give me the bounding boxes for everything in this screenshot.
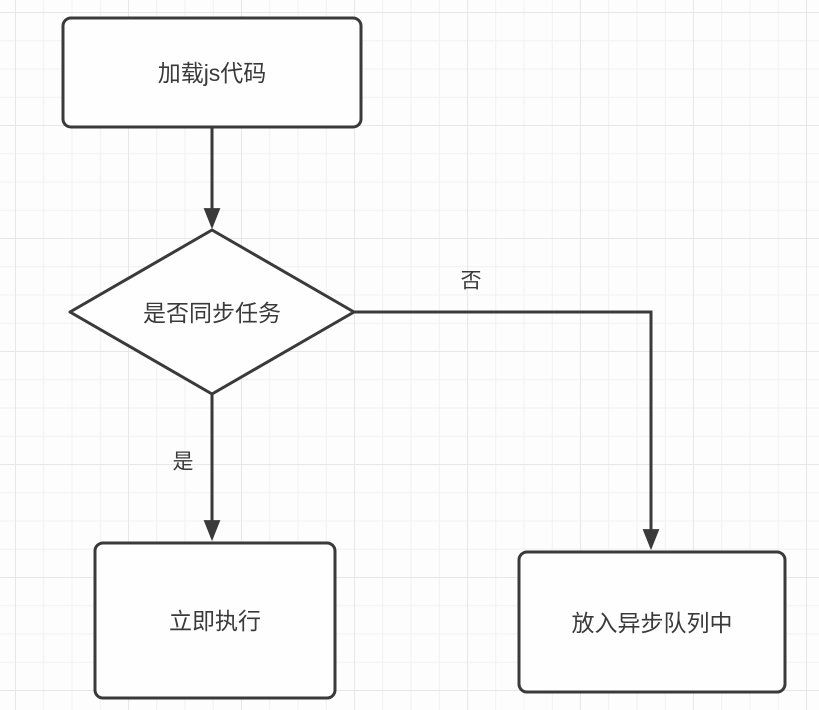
node-load-js-shape [61,16,363,129]
edge-is-sync-task-to-execute-immediately: 是 [173,394,221,542]
node-execute-immediately-shape [93,541,337,700]
node-load-js-label: 加载js代码 [158,60,267,86]
node-load-js: 加载js代码 [61,16,363,129]
edge-is-sync-task-to-put-into-async-queue: 否 [354,270,660,551]
edge-arrow-right-down-icon [354,310,660,551]
node-put-into-async-queue-shape [517,550,787,694]
node-put-into-async-queue: 放入异步队列中 [517,550,787,694]
edge-label-yes: 是 [173,451,194,474]
node-is-sync-task-shape [68,228,356,396]
node-put-into-async-queue-label: 放入异步队列中 [572,610,733,636]
edge-label-no: 否 [461,270,482,293]
node-is-sync-task-label: 是否同步任务 [143,300,281,326]
node-execute-immediately-label: 立即执行 [169,608,261,634]
node-execute-immediately: 立即执行 [93,541,337,700]
node-is-sync-task: 是否同步任务 [68,228,356,396]
